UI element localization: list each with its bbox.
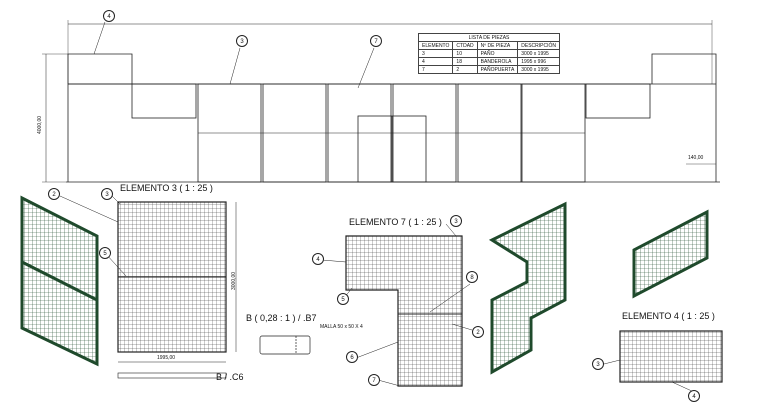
detail-b-note: MALLA 50 x 50 X 4 [320,324,363,330]
column-header: Nº DE PIEZA [476,41,519,50]
detail-b-title: B ( 0,28 : 1 ) / .B7 [246,313,317,323]
callout-balloon: 5 [99,247,111,259]
element3-iso-panel [20,195,99,367]
column-header: ELEMENTO [417,41,454,50]
table-row: 4 18 BANDEROLA 1995 x 996 [417,57,561,66]
element7-title: ELEMENTO 7 ( 1 : 25 ) [349,217,442,227]
callout-balloon: 8 [466,271,478,283]
element7-front-panel [321,223,473,387]
element3-front-panel [59,195,237,379]
element3-width-dimension: 1995,00 [157,355,176,361]
element3-height-dimension: 3000,00 [231,271,237,290]
callout-balloon: 5 [337,293,349,305]
element4-iso-panel [632,209,709,299]
table-cell: 10 [452,49,478,58]
callout-balloon: 4 [688,390,700,402]
table-row: 3 10 PAÑO 3000 x 1995 [417,49,561,58]
parts-list-header-row: ELEMENTO CTDAD Nº DE PIEZA DESCRIPCIÓN [417,41,561,50]
element3-title: ELEMENTO 3 ( 1 : 25 ) [120,183,213,193]
elevation-height-dimension: 4000,00 [37,115,43,134]
callout-balloon: 2 [48,188,60,200]
parts-list-table: LISTA DE PIEZAS ELEMENTO CTDAD Nº DE PIE… [417,33,561,74]
table-cell: 4 [417,57,454,66]
element4-front-panel [603,330,723,393]
table-cell: 3000 x 1995 [517,49,561,58]
callout-balloon: 7 [370,35,382,47]
table-cell: 2 [452,65,478,74]
callout-balloon: 3 [592,358,604,370]
element7-iso-panel [488,201,567,375]
table-cell: 3 [417,49,454,58]
table-cell: 3000 x 1995 [517,65,561,74]
column-header: CTDAD [452,41,478,50]
table-cell: PAÑO [476,49,519,58]
callout-balloon: 6 [346,351,358,363]
table-cell: 7 [417,65,454,74]
elevation-view [42,20,720,183]
table-row: 7 2 PAÑOPUERTA 3000 x 1995 [417,65,561,74]
column-header: DESCRIPCIÓN [517,41,561,50]
callout-balloon: 2 [472,326,484,338]
callout-balloon: 4 [312,253,324,265]
element4-title: ELEMENTO 4 ( 1 : 25 ) [622,311,715,321]
callout-balloon: 7 [368,374,380,386]
table-cell: 18 [452,57,478,66]
elevation-offset-dimension: 140,00 [688,155,704,161]
callout-balloon: 3 [450,215,462,227]
table-cell: 1995 x 996 [517,57,561,66]
table-cell: BANDEROLA [476,57,519,66]
callout-balloon: 3 [236,35,248,47]
table-cell: PAÑOPUERTA [476,65,519,74]
section-c-label: B / .C6 [216,372,244,382]
parts-list-caption: LISTA DE PIEZAS [417,33,561,42]
callout-balloon: 4 [103,10,115,22]
callout-balloon: 3 [101,188,113,200]
detail-b [259,335,311,355]
